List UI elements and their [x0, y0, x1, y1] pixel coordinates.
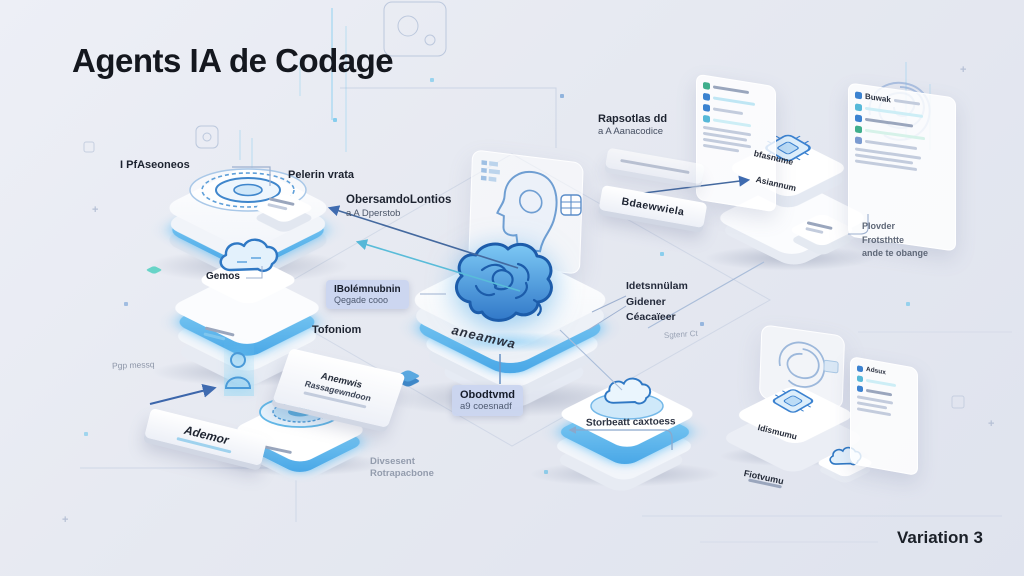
center-badge: Obodtvmd a9 coesnadf: [452, 385, 523, 416]
accent-dot: [560, 94, 564, 98]
accent-dot: [544, 470, 548, 474]
divsesent-line1: Divsesent: [370, 456, 415, 467]
plover-line1: Plovder: [862, 221, 896, 231]
left-badge: IBolémnubnin Qegade cooo: [326, 280, 409, 309]
pelerin-label: Pelerin vrata: [288, 169, 355, 181]
table-icon: [560, 194, 582, 216]
plover-line2: Frotsthtte: [862, 234, 904, 245]
accent-dot: [333, 118, 337, 122]
obersamdo-sub: a A Dperstob: [346, 207, 401, 219]
bdaewwiela-label: Bdaewwiela: [620, 195, 686, 218]
idets-label: Idetsnnülam Gidener Céacaïeer: [626, 280, 688, 325]
idets-line3: Céacaïeer: [626, 311, 676, 324]
head-panel-icon: [480, 160, 558, 253]
repsotlas-sub: a A Aanacodice: [598, 126, 663, 138]
cloud-icon: [219, 238, 279, 272]
ademor-label: Ademor: [182, 422, 231, 447]
plus-mark: +: [92, 204, 99, 216]
accent-dot: [660, 252, 664, 256]
center-badge-line1: Obodtvmd: [460, 389, 515, 401]
accent-dot: [84, 432, 88, 436]
accent-dot: [906, 302, 910, 306]
left-badge-line1: IBolémnubnin: [334, 284, 401, 295]
idets-line2: Gidener: [626, 295, 666, 308]
pgp-note: Pgp messq: [111, 359, 155, 371]
accent-dot: [430, 78, 434, 82]
repsotlas-title: Rapsotlas dd: [598, 113, 668, 125]
spiral-brain-outline-icon: [778, 341, 839, 388]
tofoniom-label: Tofoniom: [312, 324, 362, 336]
variation-label: Variation 3: [897, 528, 983, 547]
left-node-label: I PfAseoneos: [120, 159, 190, 171]
plus-mark: +: [960, 64, 967, 76]
divsesent-line2: Rotrapacbone: [370, 468, 434, 480]
accent-dot: [700, 322, 704, 326]
page-title: Agents IA de Codage: [72, 42, 394, 79]
brain-glow: [431, 331, 581, 353]
idets-line1: Idetsnnülam: [626, 280, 688, 292]
repsotlas-label: Rapsotlas dd a A Aanacodice: [598, 112, 718, 139]
storbeat-label: Storbeatt caxtoess: [585, 416, 676, 429]
obersamdo-title: ObersamdoLontios: [346, 194, 452, 206]
left-badge-line2: Qegade cooo: [334, 295, 389, 305]
plover-note: Plovder Frotsthtte ande te obange: [862, 220, 972, 261]
chip-icon: [772, 389, 814, 413]
plus-mark: +: [62, 514, 69, 526]
head-blueprint-panel: [468, 149, 584, 275]
plover-line3: ande te obange: [862, 248, 929, 258]
obersamdo-label: ObersamdoLontios a A Dperstob: [346, 193, 466, 220]
gemos-label: Gemos: [206, 271, 240, 282]
rose-panel: [758, 324, 846, 410]
plus-mark: +: [988, 418, 995, 430]
hologram-person-icon: [224, 352, 252, 389]
brain-icon: [454, 242, 553, 322]
accent-dot: [124, 302, 128, 306]
divsesent-note: Divsesent Rotrapacbone: [370, 456, 434, 481]
center-badge-line2: a9 coesnadf: [460, 401, 512, 412]
